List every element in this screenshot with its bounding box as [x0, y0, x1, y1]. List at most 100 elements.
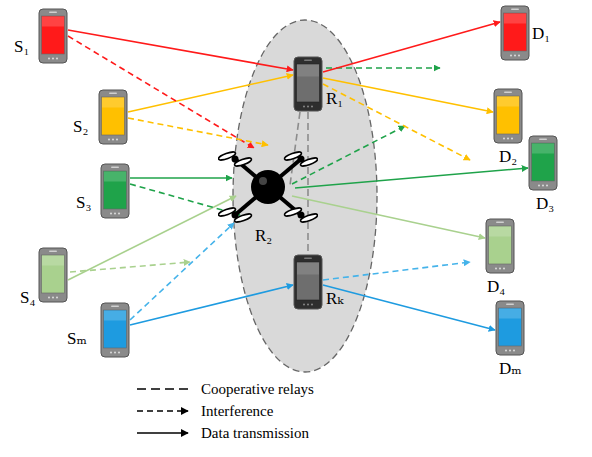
relay-region	[233, 20, 377, 372]
phone-icon	[100, 162, 130, 220]
data-arrow	[323, 285, 495, 330]
phone-button	[503, 138, 505, 140]
phone-screen	[42, 255, 65, 293]
legend: Cooperative relaysInterferenceData trans…	[135, 378, 314, 444]
phone-body	[501, 6, 529, 60]
phone-button	[307, 106, 309, 108]
phone-icon	[293, 254, 323, 310]
data-arrow	[292, 196, 485, 238]
phone-body	[39, 248, 67, 302]
phone-screen	[489, 226, 512, 264]
drone-propeller	[284, 206, 303, 217]
phone-button	[118, 213, 120, 215]
phone-button	[514, 55, 516, 57]
node-label: D₃	[536, 195, 554, 212]
phone-body	[294, 57, 322, 111]
data-arrow	[130, 177, 232, 179]
legend-line	[137, 432, 188, 434]
phone-speaker	[49, 251, 57, 253]
phone-icon	[493, 88, 523, 144]
legend-line	[137, 388, 188, 390]
screen-shine	[499, 309, 521, 319]
phone-body	[101, 303, 129, 357]
legend-row: Interference	[135, 400, 314, 422]
phone-icon	[38, 246, 68, 304]
drone-propeller	[234, 156, 253, 167]
legend-row: Data transmission	[135, 422, 314, 444]
phone-screen	[102, 97, 125, 135]
phone-button	[505, 350, 507, 352]
drone-highlight	[259, 177, 267, 185]
screen-shine	[42, 256, 64, 266]
phone-body	[496, 301, 524, 355]
phone-button	[518, 55, 520, 57]
legend-sample	[135, 383, 191, 395]
phone-button	[495, 268, 497, 270]
phone-button	[110, 352, 112, 354]
node-label: Sₘ	[67, 330, 87, 347]
phone-button	[303, 304, 305, 306]
phone-body	[529, 136, 557, 190]
phone-button	[118, 352, 120, 354]
phone-screen	[42, 16, 65, 54]
phone-speaker	[111, 167, 119, 169]
phone-speaker	[506, 304, 514, 306]
node-label: S₁	[14, 38, 29, 55]
phone-screen	[104, 310, 127, 348]
screen-shine	[104, 172, 126, 182]
phone-body	[101, 164, 129, 218]
phone-screen	[499, 308, 522, 346]
phone-button	[56, 58, 58, 60]
phone-icon	[485, 218, 515, 274]
drone-propeller	[284, 150, 303, 161]
screen-shine	[297, 263, 319, 275]
phone-speaker	[539, 139, 547, 141]
phone-speaker	[511, 9, 519, 11]
phone-body	[494, 89, 522, 143]
data-arrow	[295, 168, 528, 188]
user-phone: S₃	[100, 162, 130, 220]
phone-button	[48, 297, 50, 299]
phone-button	[311, 304, 313, 306]
phone-button	[303, 106, 305, 108]
phone-button	[52, 297, 54, 299]
user-phone: D₂	[493, 88, 523, 144]
screen-shine	[42, 17, 64, 27]
drone-propeller	[218, 206, 236, 217]
phone-button	[52, 58, 54, 60]
interference-arrow	[128, 118, 268, 145]
phone-button	[307, 304, 309, 306]
phone-body	[39, 9, 67, 63]
legend-line	[137, 410, 188, 412]
phone-button	[546, 185, 548, 187]
phone-body	[294, 255, 322, 309]
interference-arrow	[130, 223, 234, 320]
node-label: S₄	[20, 289, 35, 306]
relay-phone: R₁	[293, 56, 323, 112]
interference-arrow	[323, 262, 470, 280]
phone-screen	[297, 64, 320, 102]
user-phone: D₁	[500, 5, 530, 61]
user-phone: S₁	[38, 8, 68, 64]
phone-speaker	[496, 222, 504, 224]
screen-shine	[489, 227, 511, 237]
phone-button	[112, 139, 114, 141]
phone-button	[538, 185, 540, 187]
user-phone: S₂	[98, 88, 128, 146]
phone-speaker	[304, 60, 312, 62]
drone-propeller	[300, 212, 318, 223]
data-arrow	[128, 75, 293, 112]
phone-button	[48, 58, 50, 60]
phone-icon	[38, 8, 68, 64]
phone-speaker	[111, 306, 119, 308]
phone-screen	[497, 96, 520, 134]
phone-screen	[104, 171, 127, 209]
legend-text: Data transmission	[201, 425, 309, 442]
phone-button	[513, 350, 515, 352]
phone-button	[110, 213, 112, 215]
screen-shine	[497, 97, 519, 107]
phone-icon	[500, 5, 530, 61]
user-phone: S₄	[38, 246, 68, 304]
node-label: S₂	[73, 118, 88, 135]
